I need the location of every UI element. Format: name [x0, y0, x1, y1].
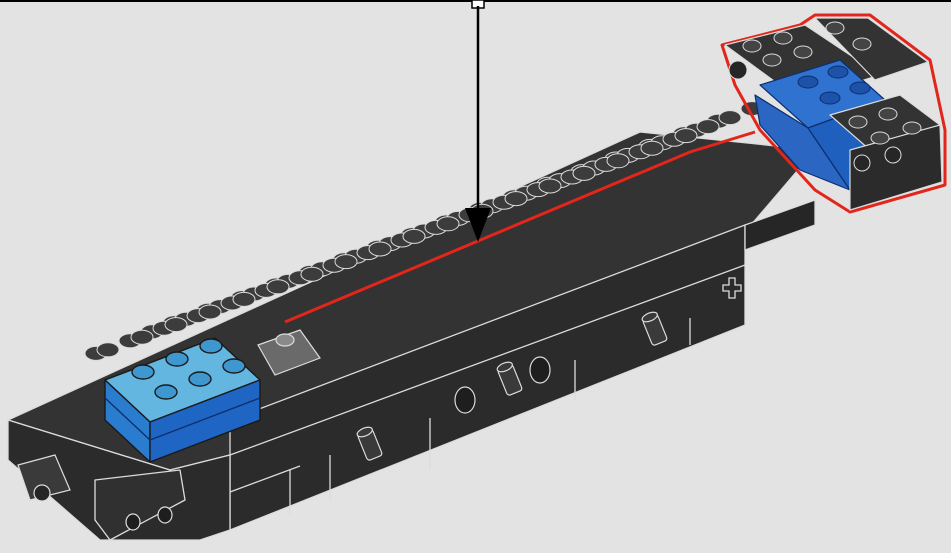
stud: [301, 267, 323, 281]
stud: [165, 318, 187, 332]
stud: [641, 141, 663, 155]
stud: [97, 343, 119, 357]
stud: [573, 166, 595, 180]
stud: [539, 179, 561, 193]
stud: [233, 292, 255, 306]
stud: [697, 120, 719, 134]
pin-hole-icon: [126, 514, 140, 530]
stud: [675, 129, 697, 143]
stud: [369, 242, 391, 256]
stud: [719, 111, 741, 125]
pin-hole-icon: [455, 387, 475, 413]
pin-hole-icon: [530, 357, 550, 383]
stud: [199, 305, 221, 319]
stud: [403, 229, 425, 243]
stud: [437, 217, 459, 231]
stud: [607, 154, 629, 168]
stud: [335, 255, 357, 269]
pin-hole-icon: [158, 507, 172, 523]
stud: [131, 330, 153, 344]
stud: [267, 280, 289, 294]
stud: [505, 192, 527, 206]
